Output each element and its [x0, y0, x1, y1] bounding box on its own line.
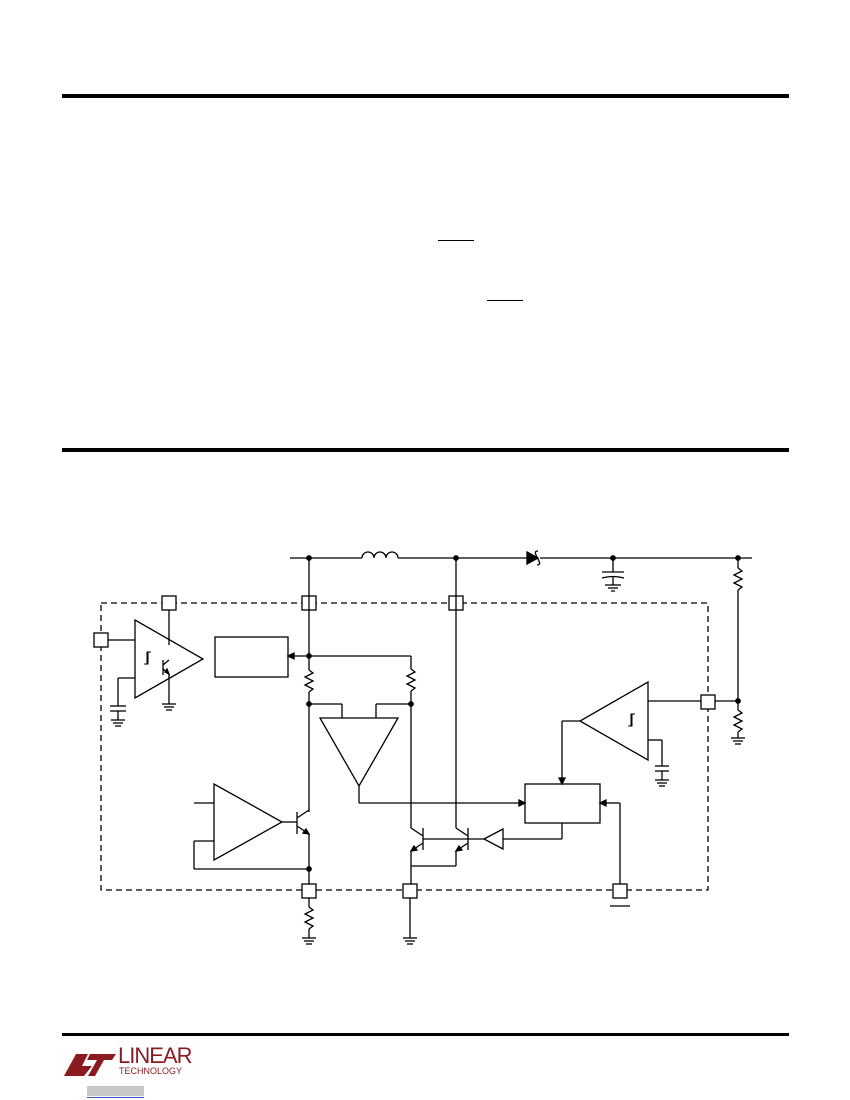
current-sense-network: [286, 558, 417, 828]
ic-boundary: [100, 602, 709, 891]
section-rule-top: [62, 94, 789, 98]
footer-link-underline: [87, 1097, 144, 1098]
bias-block: [214, 636, 289, 678]
block-diagram: [93, 550, 752, 945]
feedback-divider: [731, 558, 745, 745]
pin: [700, 694, 716, 710]
control-logic-block: [524, 783, 601, 824]
logic-input: [598, 798, 630, 907]
shutdown-comparator: [108, 610, 205, 727]
emitter-resistor: [302, 898, 316, 945]
section-rule-bottom: [62, 1033, 789, 1036]
pin: [402, 883, 418, 899]
top-rail: [290, 550, 752, 566]
driver-amplifier: [193, 782, 312, 884]
pins: [93, 595, 716, 899]
linear-technology-logo: [64, 1054, 116, 1076]
output-capacitor-symbol: [601, 558, 625, 592]
pin: [301, 883, 317, 899]
sense-amplifier: [318, 717, 527, 808]
equation-fraction-bar: [487, 300, 523, 301]
logo-subtext: TECHNOLOGY: [119, 1066, 183, 1076]
footer-link[interactable]: [87, 1086, 144, 1096]
ground-symbol: [403, 898, 417, 945]
schottky-diode-symbol: [526, 550, 541, 566]
switch-transistors: [409, 558, 563, 884]
pin: [612, 883, 628, 899]
section-rule-middle: [62, 448, 789, 452]
equation-fraction-bar: [438, 240, 474, 241]
inductor-symbol: [361, 551, 399, 559]
pin: [93, 632, 109, 648]
feedback-comparator: [557, 680, 738, 787]
logo-wordmark: LINEAR: [118, 1043, 192, 1068]
pin: [161, 595, 177, 611]
